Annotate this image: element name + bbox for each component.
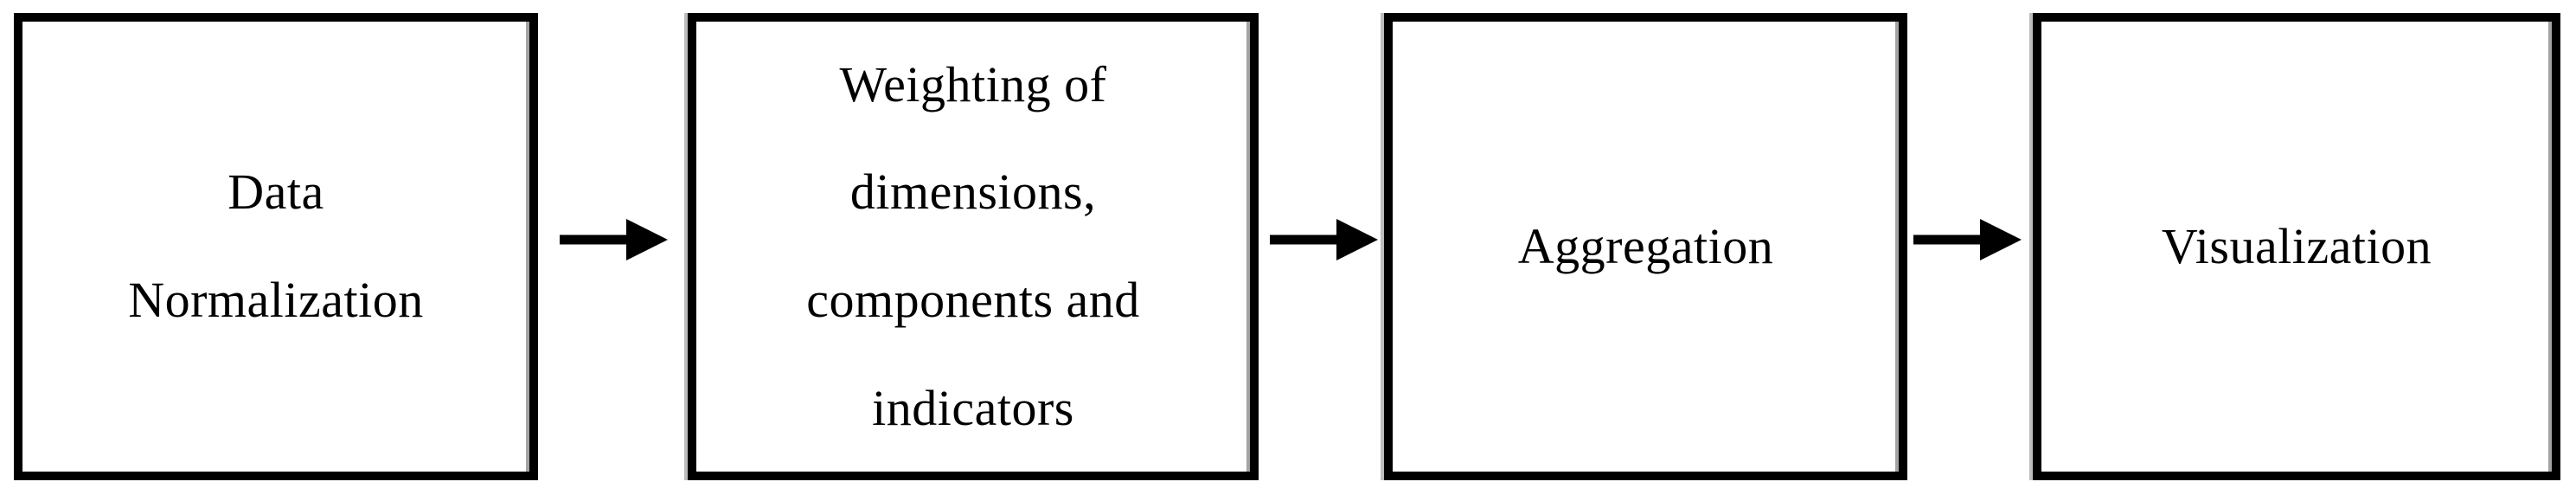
step-label-line: Aggregation <box>1517 217 1774 274</box>
step-label-line: Visualization <box>2161 217 2432 274</box>
step-box-aggregation: Aggregation <box>1384 13 1907 480</box>
step-label-line: Weighting of <box>839 55 1107 112</box>
step-box-data-normalization: Data Normalization <box>14 13 538 480</box>
step-label-line: dimensions, <box>849 164 1097 221</box>
arrow-right-icon <box>1270 219 1378 260</box>
step-box-visualization: Visualization <box>2033 13 2560 480</box>
step-label-line: components and <box>806 272 1140 328</box>
step-label-line: Data <box>227 164 324 221</box>
step-label-visualization: Visualization <box>2041 193 2552 301</box>
arrow-right-icon <box>1913 219 2022 260</box>
step-label-aggregation: Aggregation <box>1393 193 1899 301</box>
flow-arrow-1 <box>560 218 668 261</box>
flow-arrow-2 <box>1270 218 1378 261</box>
arrow-right-icon <box>560 219 668 260</box>
step-label-line: indicators <box>872 379 1074 436</box>
step-label-line: Normalization <box>128 272 424 328</box>
step-box-weighting: Weighting of dimensions, components and … <box>688 13 1259 480</box>
step-label-weighting: Weighting of dimensions, components and … <box>696 31 1250 463</box>
step-label-data-normalization: Data Normalization <box>22 138 529 354</box>
flow-arrow-3 <box>1913 218 2022 261</box>
